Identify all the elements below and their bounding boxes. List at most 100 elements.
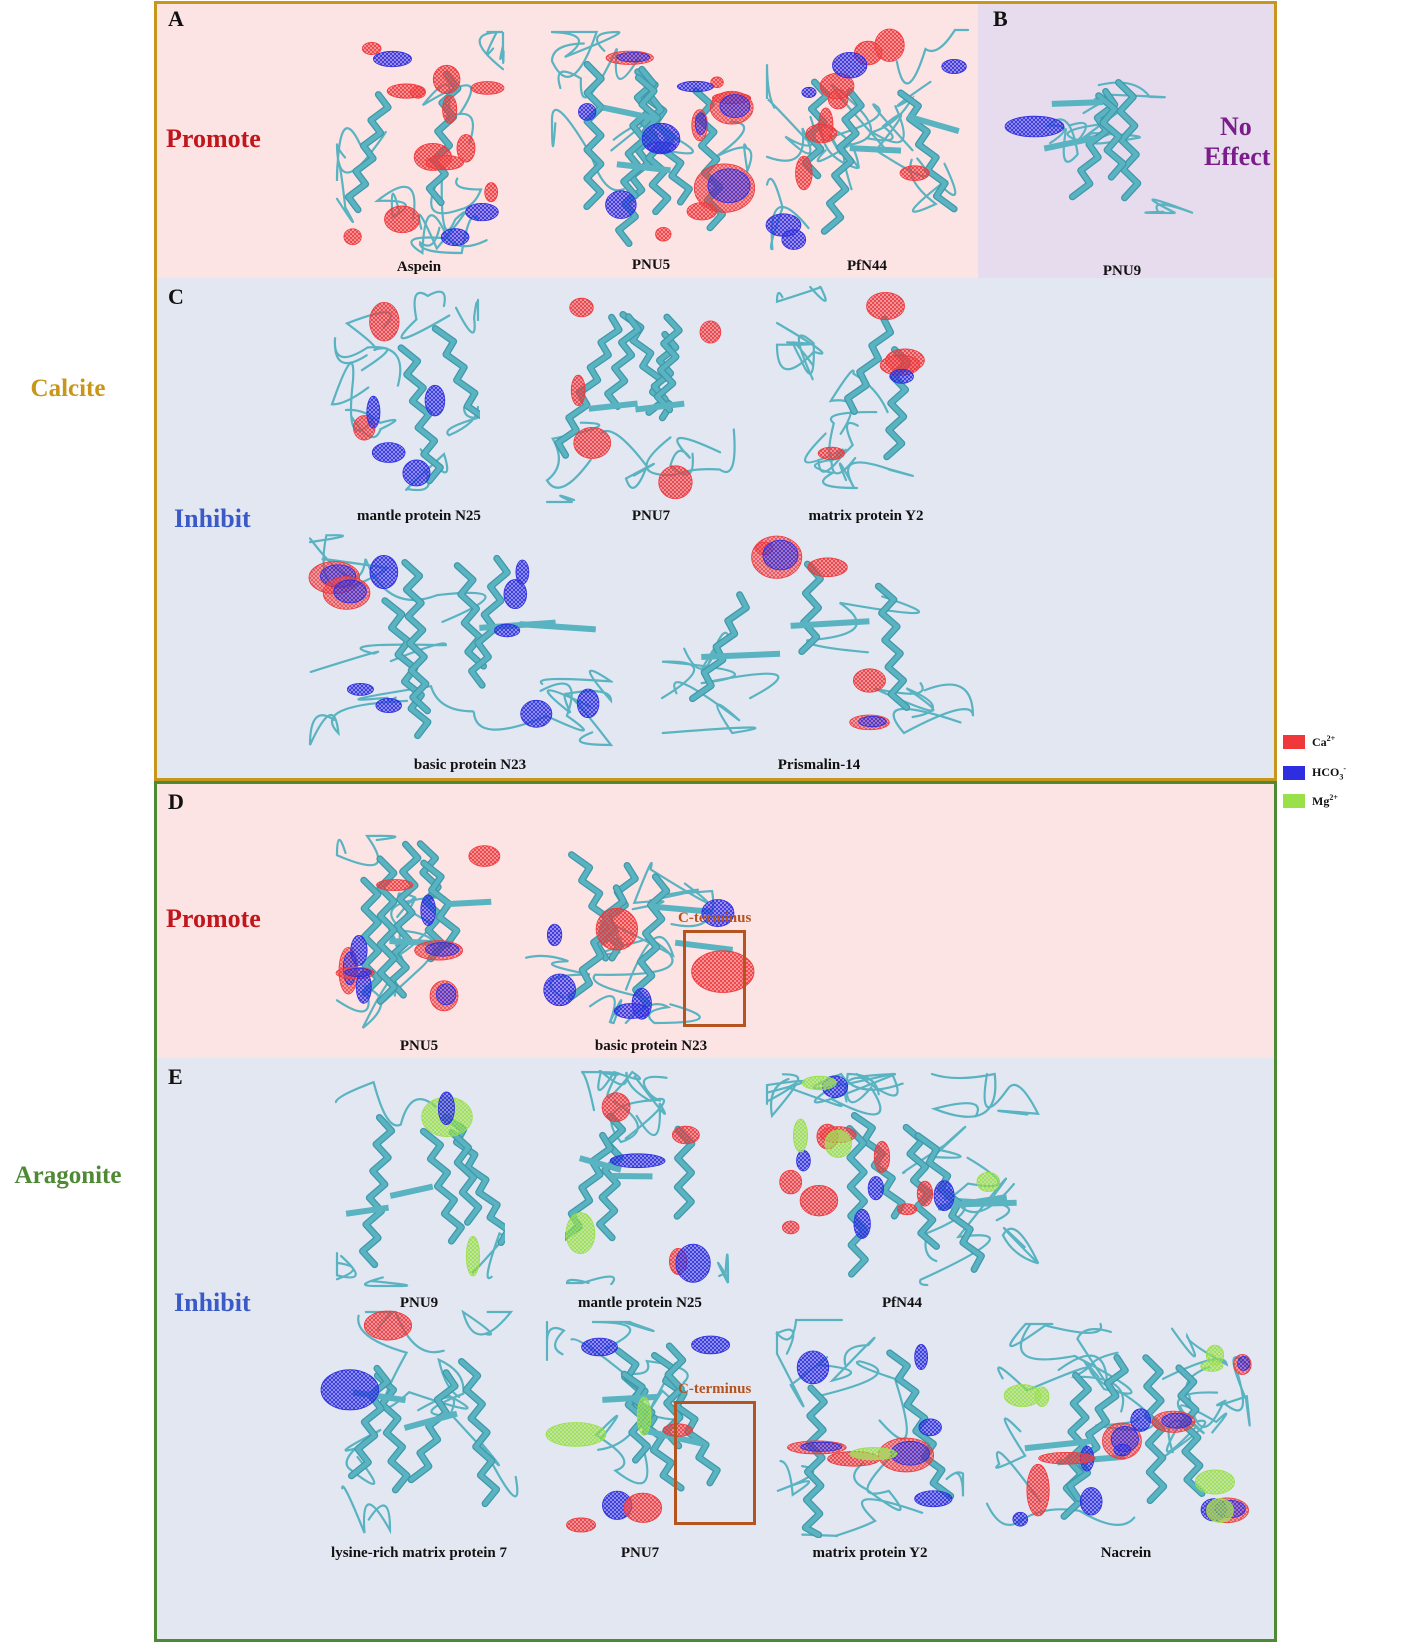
caption-pfn44-e: PfN44 [882,1295,922,1311]
ca-density-blob [916,1180,934,1207]
caption-pnu7-e: PNU7 [620,1545,660,1561]
ca-density-blob [691,950,755,993]
hco3-density-blob [350,934,368,966]
ca-density-blob [1038,1451,1096,1465]
hco3-density-blob [1012,1511,1029,1527]
legend-label-mg: Mg2+ [1312,793,1338,808]
helix-highlight [655,314,682,413]
coil-loop [901,1125,967,1174]
ca-density-blob [699,320,722,344]
helix-highlight [1176,1365,1205,1496]
hco3-density-blob [701,899,735,927]
hco3-density-blob [546,923,563,947]
coil-loop [985,1502,1136,1526]
helix-highlight [449,1130,481,1225]
panel-c-inhibit-tag: Inhibit [174,504,251,533]
ca-density-blob [363,1310,413,1341]
coil-loop [1009,1322,1103,1348]
mg-density-blob [801,1075,837,1091]
coil-loop [1144,198,1194,215]
coil-loop [546,689,613,747]
coil-loop [895,28,970,85]
hco3-density-blob [520,699,553,728]
helix-highlight [845,316,893,414]
helix-highlight [455,563,486,669]
helix-highlight [402,560,430,714]
hco3-density-blob [355,970,372,1004]
hco3-density-blob [800,1441,843,1452]
helix-highlight [459,1359,499,1506]
beta-strand [635,400,685,413]
caption-n23-c: basic protein N23 [413,757,527,773]
helix-highlight [1070,89,1118,200]
coil-loop [660,660,780,700]
hco3-density-blob [420,894,436,927]
helix-highlight [433,326,480,418]
helix-highlight [822,89,864,234]
protein-pnu9-e-structure [335,1080,505,1288]
ca-density-blob [873,1141,891,1173]
ca-density-blob [369,301,400,342]
coil-loop [815,1360,908,1440]
panel-d-promote-tag: Promote [166,904,261,933]
coil-loop [775,321,824,371]
ca-density-blob [569,297,594,318]
caption-n25-c: mantle protein N25 [357,508,481,524]
coil-loop [770,1078,843,1119]
ca-density-blob [1026,1463,1050,1517]
ca-density-blob [817,446,845,461]
coil-loop [831,1072,882,1116]
hco3-density-blob [616,52,651,63]
coil-loop [472,682,585,732]
beta-strand [588,400,638,412]
ca-density-blob [376,879,414,892]
helix-highlight [803,1385,827,1538]
coil-loop [341,1485,392,1535]
panel-d-cterminus-box [683,930,746,1027]
beta-strand [906,113,960,135]
ca-density-blob [413,142,452,171]
coil-loop [454,298,480,334]
coil-loop [930,1072,997,1118]
ca-density-blob [866,291,905,321]
coil-loop [565,1275,616,1285]
coil-loop [716,1253,730,1284]
panel-b-noeffect-tag-line2: Effect [1204,142,1271,171]
ca-density-blob [799,1184,839,1217]
helix-highlight [852,1113,905,1219]
protein-pfn44-e-structure [765,1072,1040,1287]
protein-n23-d-structure [525,851,755,1025]
helix-highlight [398,345,443,484]
coil-loop [335,1252,357,1281]
panel-e-cterminus-box [674,1401,756,1525]
helix-highlight [382,598,431,738]
hco3-density-blob [402,459,431,487]
coil-loop [550,30,599,78]
panel-a-background [157,4,978,278]
hco3-density-blob [1161,1412,1192,1429]
ca-density-blob [386,83,426,99]
ca-density-blob [779,1169,803,1195]
beta-strand [602,104,658,123]
hco3-density-blob [1237,1356,1251,1371]
coil-loop [683,631,730,673]
caption-n25-e: mantle protein N25 [578,1295,702,1311]
caption-n23-d: basic protein N23 [594,1038,708,1054]
hco3-density-blob [440,228,470,247]
hco3-density-blob [366,395,381,429]
mg-density-blob [1206,1498,1234,1523]
hco3-density-blob [424,384,446,417]
panel-b-noeffect-tag-line1: No [1220,112,1252,141]
helix-highlight [346,92,391,212]
hco3-density-blob [373,50,412,68]
caption-pnu7-c: PNU7 [631,508,671,524]
hco3-density-blob [853,1208,871,1239]
protein-n25-c-structure [330,290,480,492]
coil-loop [410,214,488,255]
beta-strand [602,1393,658,1403]
mg-density-blob [793,1118,808,1153]
helix-highlight [1096,93,1126,180]
coil-loop [995,1417,1042,1503]
coil-loop [661,681,757,735]
coil-loop [909,158,957,213]
